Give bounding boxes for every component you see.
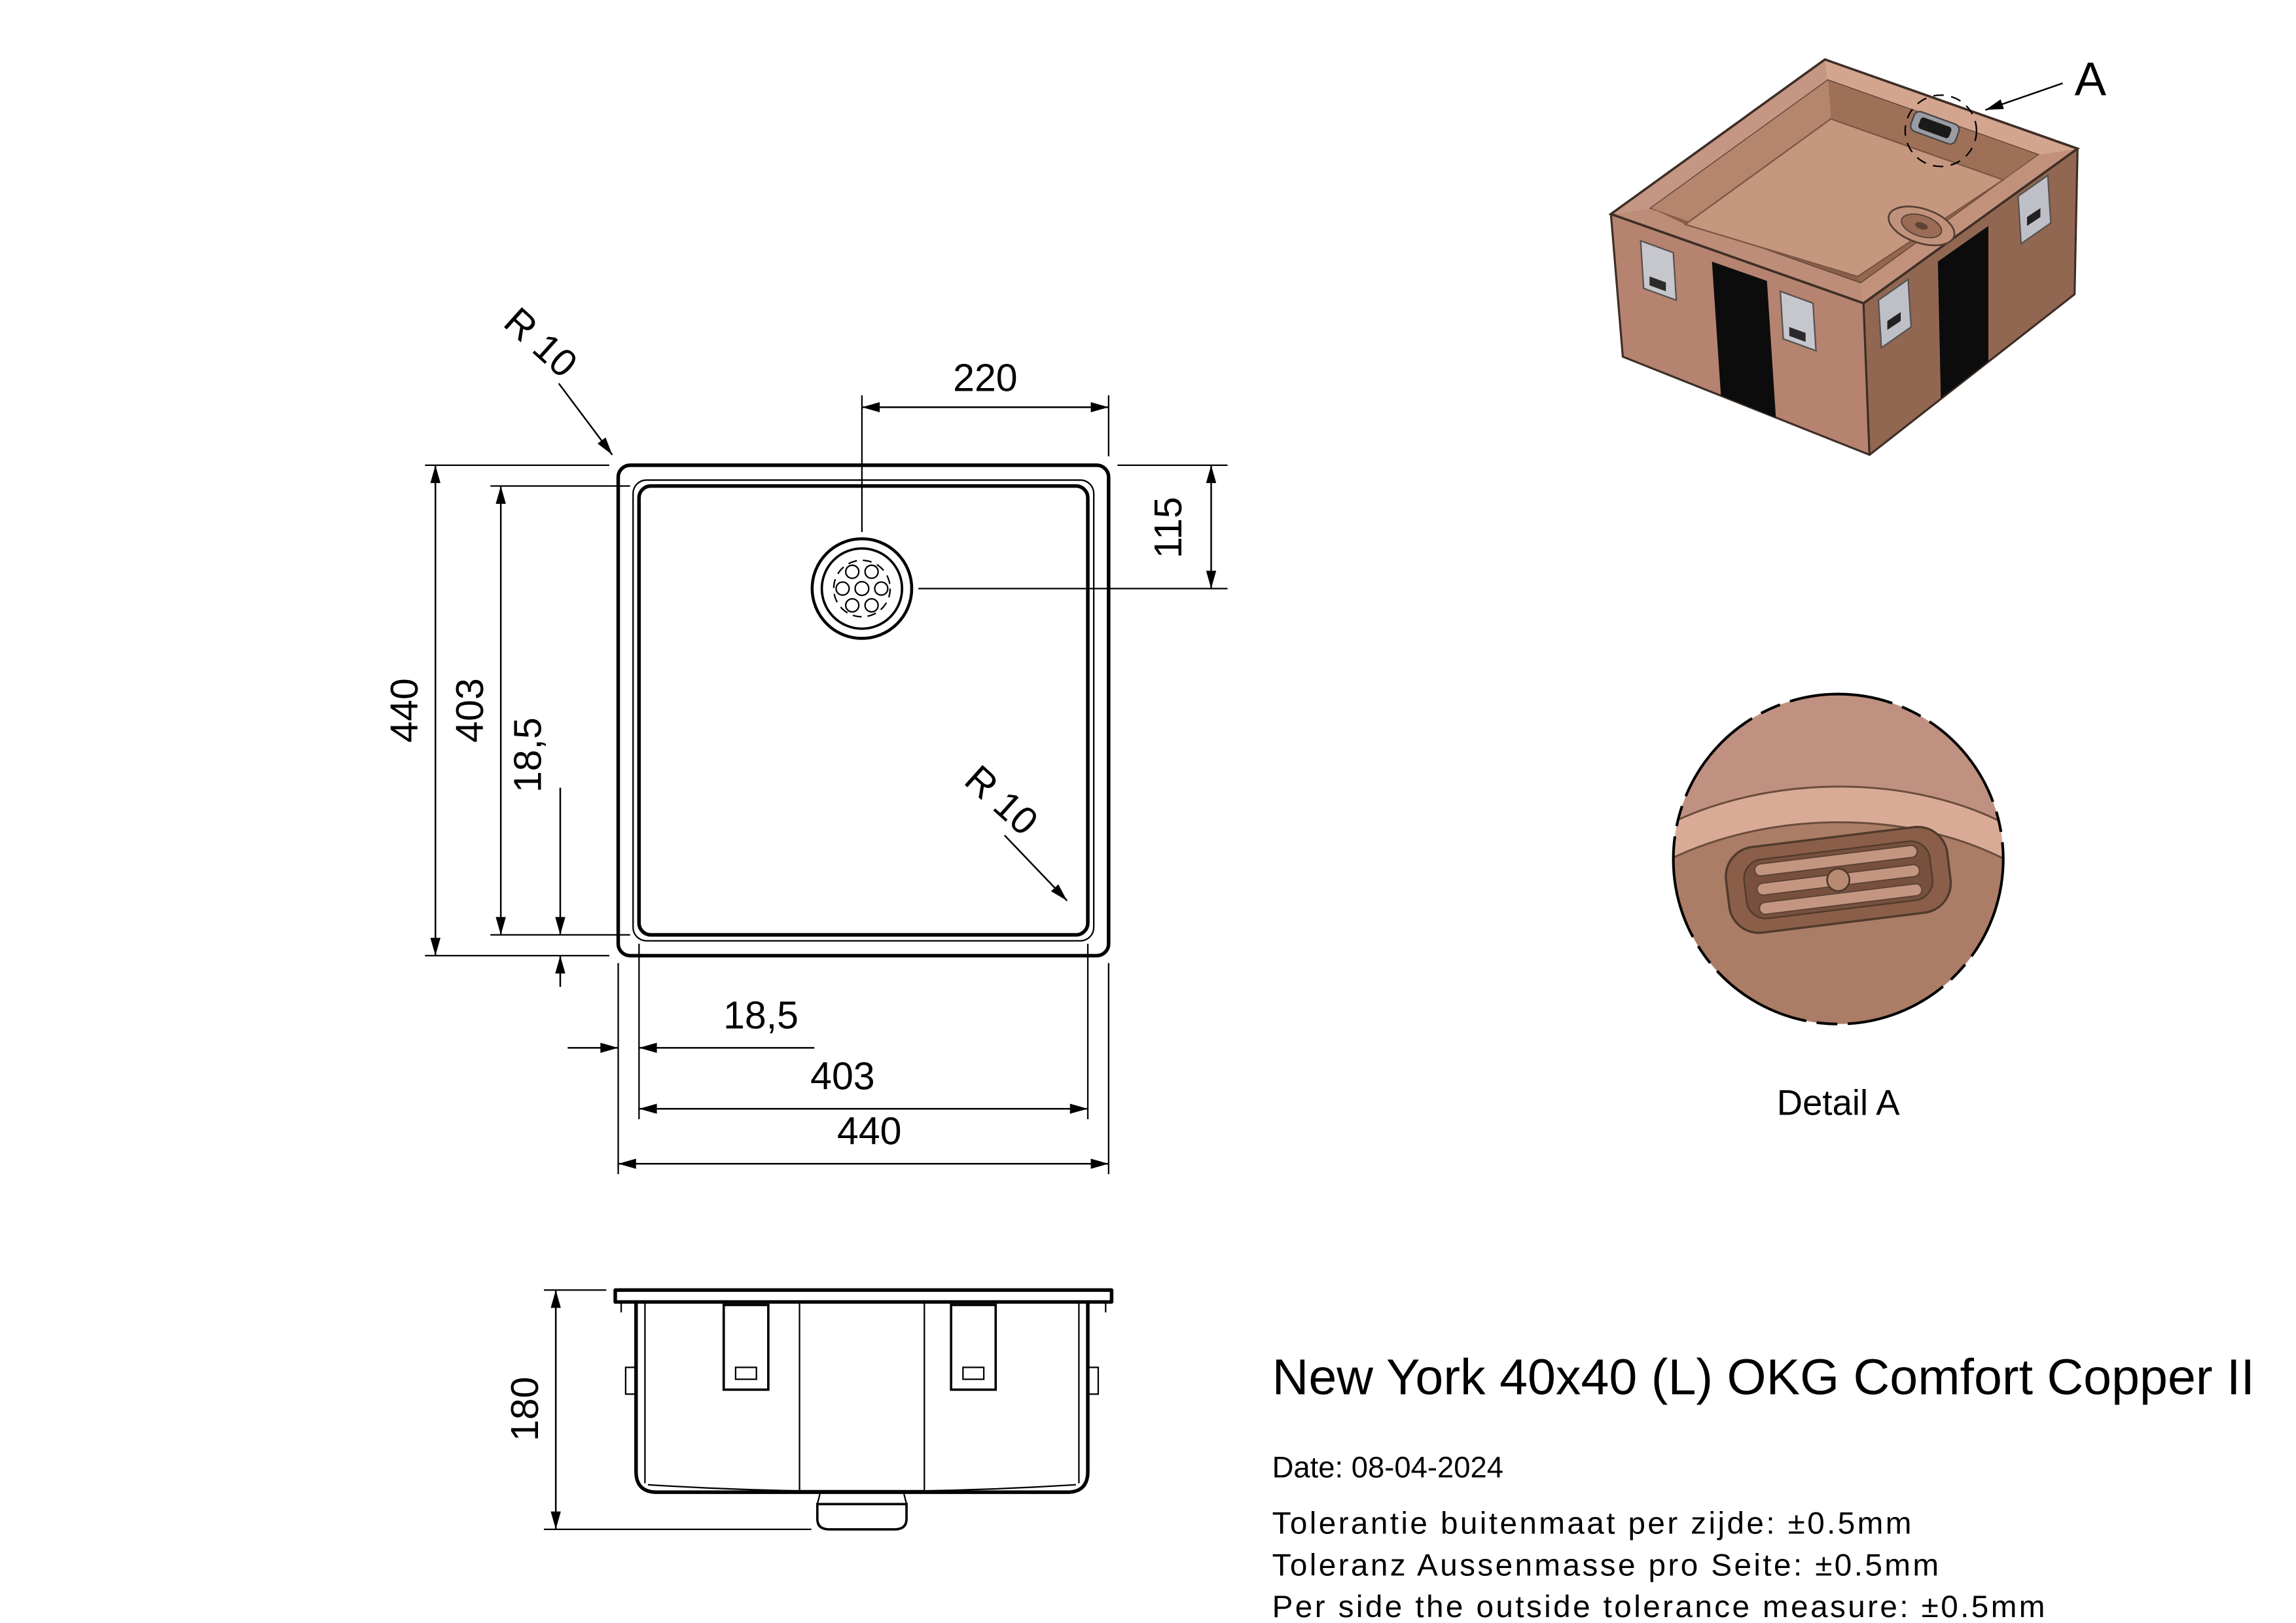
tolerance-line-de: Toleranz Aussenmasse pro Seite: ±0.5mm xyxy=(1272,1548,1941,1582)
detail-view: Detail A xyxy=(1672,692,2005,1122)
drawing-title: New York 40x40 (L) OKG Comfort Copper II xyxy=(1272,1349,2255,1405)
mounting-clip-left xyxy=(722,1304,770,1391)
drain-inner-circle xyxy=(820,547,904,630)
drain-strainer-holes xyxy=(835,564,889,613)
flange-profile xyxy=(613,1288,1114,1304)
sink-bowl-edge xyxy=(637,484,1090,937)
drawing-date: Date: 08-04-2024 xyxy=(1272,1450,1503,1484)
drain-top-view xyxy=(810,537,914,640)
sink-rim-line xyxy=(632,479,1095,942)
callout-a: A xyxy=(1904,52,2107,168)
detail-screw xyxy=(1826,868,1851,892)
tolerance-line-en: Per side the outside tolerance measure: … xyxy=(1272,1590,2047,1623)
dim-220-label: 220 xyxy=(953,356,1017,399)
dim-115-label: 115 xyxy=(1147,497,1190,558)
side-lug-left xyxy=(624,1366,637,1395)
iso-overflow xyxy=(1910,111,1960,145)
drain-stub xyxy=(816,1491,908,1531)
dim-440-left-label: 440 xyxy=(383,678,426,743)
title-block: New York 40x40 (L) OKG Comfort Copper II… xyxy=(1272,1349,2255,1623)
iso-bowl-interior xyxy=(1651,80,2037,283)
drain-outer-circle xyxy=(810,537,914,640)
iso-black-panel-left xyxy=(1712,261,1776,418)
dim-18-5-left-label: 18,5 xyxy=(506,717,549,793)
dimension-403-bottom: 403 xyxy=(639,944,1089,1120)
callout-a-label: A xyxy=(2075,52,2107,105)
dimension-440-left: 440 xyxy=(383,464,609,957)
dim-440-bottom-label: 440 xyxy=(837,1110,901,1153)
iso-clip-3 xyxy=(1877,277,1912,349)
iso-rim xyxy=(1608,58,2081,305)
dimension-18-5-bottom: 18,5 xyxy=(567,944,815,1175)
dimension-220: 220 xyxy=(861,356,1109,533)
dim-18-5-bottom-label: 18,5 xyxy=(723,994,798,1037)
iso-clip-4 xyxy=(2017,173,2052,245)
iso-view: A xyxy=(1608,52,2107,456)
dimension-180: 180 xyxy=(503,1289,812,1531)
drain-column xyxy=(798,1301,925,1492)
dim-403-bottom-label: 403 xyxy=(810,1055,874,1098)
drain-hidden-circle xyxy=(833,560,891,618)
side-view: 180 xyxy=(503,1288,1114,1531)
tolerance-line-nl: Tolerantie buitenmaat per zijde: ±0.5mm xyxy=(1272,1507,1914,1541)
detail-a-label: Detail A xyxy=(1777,1082,1900,1122)
detail-overflow-slot xyxy=(1725,825,1952,935)
iso-black-panel-right xyxy=(1937,226,1988,399)
iso-clip-2 xyxy=(1779,290,1817,352)
callout-a-circle xyxy=(1904,94,1977,168)
iso-clip-1 xyxy=(1640,240,1677,302)
dimension-440-bottom: 440 xyxy=(618,963,1109,1175)
mounting-clip-right xyxy=(950,1304,997,1391)
iso-bowl-floor xyxy=(1683,118,2005,277)
side-lug-right xyxy=(1086,1366,1100,1395)
dim-180-label: 180 xyxy=(503,1377,547,1442)
dimension-18-5-left: 18,5 xyxy=(506,717,565,987)
iso-drain xyxy=(1888,205,1956,247)
detail-boundary xyxy=(1672,692,2005,1026)
dimension-115: 115 xyxy=(918,464,1228,590)
dim-403-left-label: 403 xyxy=(448,678,492,743)
detail-content xyxy=(1673,694,2003,1024)
sink-outer-edge xyxy=(616,463,1111,958)
